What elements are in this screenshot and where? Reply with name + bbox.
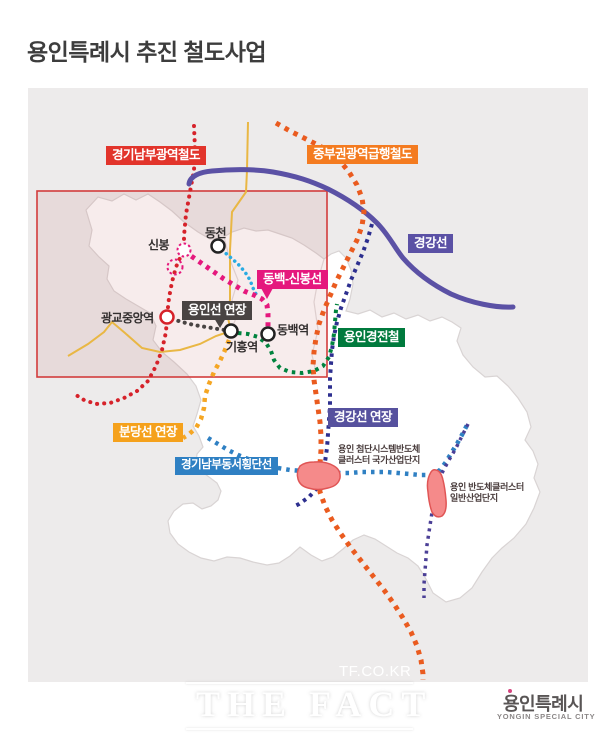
badge-gyeonggang-extension: 경강선 연장 [328, 408, 398, 427]
badge-yongin-extension-pointer [214, 318, 226, 328]
line-dongbaek-sinbong [182, 248, 271, 329]
watermark-rule-top [186, 682, 413, 684]
station-marker-sinbong-2 [166, 258, 184, 276]
watermark-brand: THE FACT [196, 684, 433, 724]
line-gyeonggang-extension [292, 223, 374, 509]
badge-yongin-lrt: 용인경전철 [338, 328, 406, 347]
page-title: 용인특례시 추진 철도사업 [27, 39, 267, 65]
station-marker-dongbaek [260, 326, 276, 342]
line-gyeonggi-nambu-gwangyeok [74, 124, 198, 407]
publisher-logo: 용인특례시 [503, 694, 584, 714]
site-label-line: 클러스터 국가산업단지 [338, 455, 421, 465]
watermark-rule-bottom [186, 728, 413, 730]
site-label-general-complex: 용인 반도체클러스터 일반산업단지 [450, 482, 524, 504]
site-label-national-complex: 용인 첨단시스템반도체 클러스터 국가산업단지 [338, 444, 420, 466]
badge-jungbu-gwangyeok-express: 중부권광역급행철도 [307, 145, 419, 164]
site-label-line: 용인 반도체클러스터 [450, 482, 525, 492]
station-marker-sinbong-1 [176, 242, 192, 258]
station-marker-dongcheon [210, 238, 226, 254]
site-general-complex [426, 469, 447, 518]
station-label-giheung: 기흥역 [226, 340, 258, 354]
site-label-line: 용인 첨단시스템반도체 [338, 444, 421, 454]
road-line [67, 320, 232, 357]
badge-yongin-extension: 용인선 연장 [182, 301, 252, 320]
badge-bundang-extension: 분당선 연장 [113, 423, 183, 442]
publisher-logo-dot [508, 689, 512, 693]
line-yongin-lrt [237, 303, 339, 376]
badge-gyeonggi-nambu-gwangyeok: 경기남부광역철도 [106, 146, 207, 165]
city-boundary-shape [85, 193, 541, 603]
line-gyeonggang [186, 167, 516, 310]
line-bundang-extension [181, 339, 232, 440]
station-label-dongbaek: 동백역 [277, 323, 309, 337]
site-label-line: 일반산업단지 [450, 493, 498, 503]
badge-dongbaek-sinbong-pointer [261, 288, 273, 299]
site-national-complex [296, 461, 341, 491]
badge-gyeonggang: 경강선 [408, 234, 454, 253]
station-label-gwanggyo-jungang: 광교중앙역 [101, 311, 154, 325]
station-label-sinbong: 신봉 [148, 238, 170, 252]
line-dongcheon-branch [220, 248, 258, 296]
publisher-logo-subtext: YONGIN SPECIAL CITY [497, 712, 596, 721]
station-marker-gwanggyo-jungang [159, 309, 175, 325]
watermark-url: TF.CO.KR [339, 663, 412, 680]
line-dongseo-crossing [206, 423, 470, 478]
station-marker-giheung [223, 323, 239, 339]
badge-dongseo-crossing: 경기남부동서횡단선 [175, 457, 278, 475]
station-label-dongcheon: 동천 [205, 226, 227, 240]
line-semicon-south [422, 423, 470, 598]
badge-dongbaek-sinbong: 동백-신봉선 [257, 270, 328, 289]
